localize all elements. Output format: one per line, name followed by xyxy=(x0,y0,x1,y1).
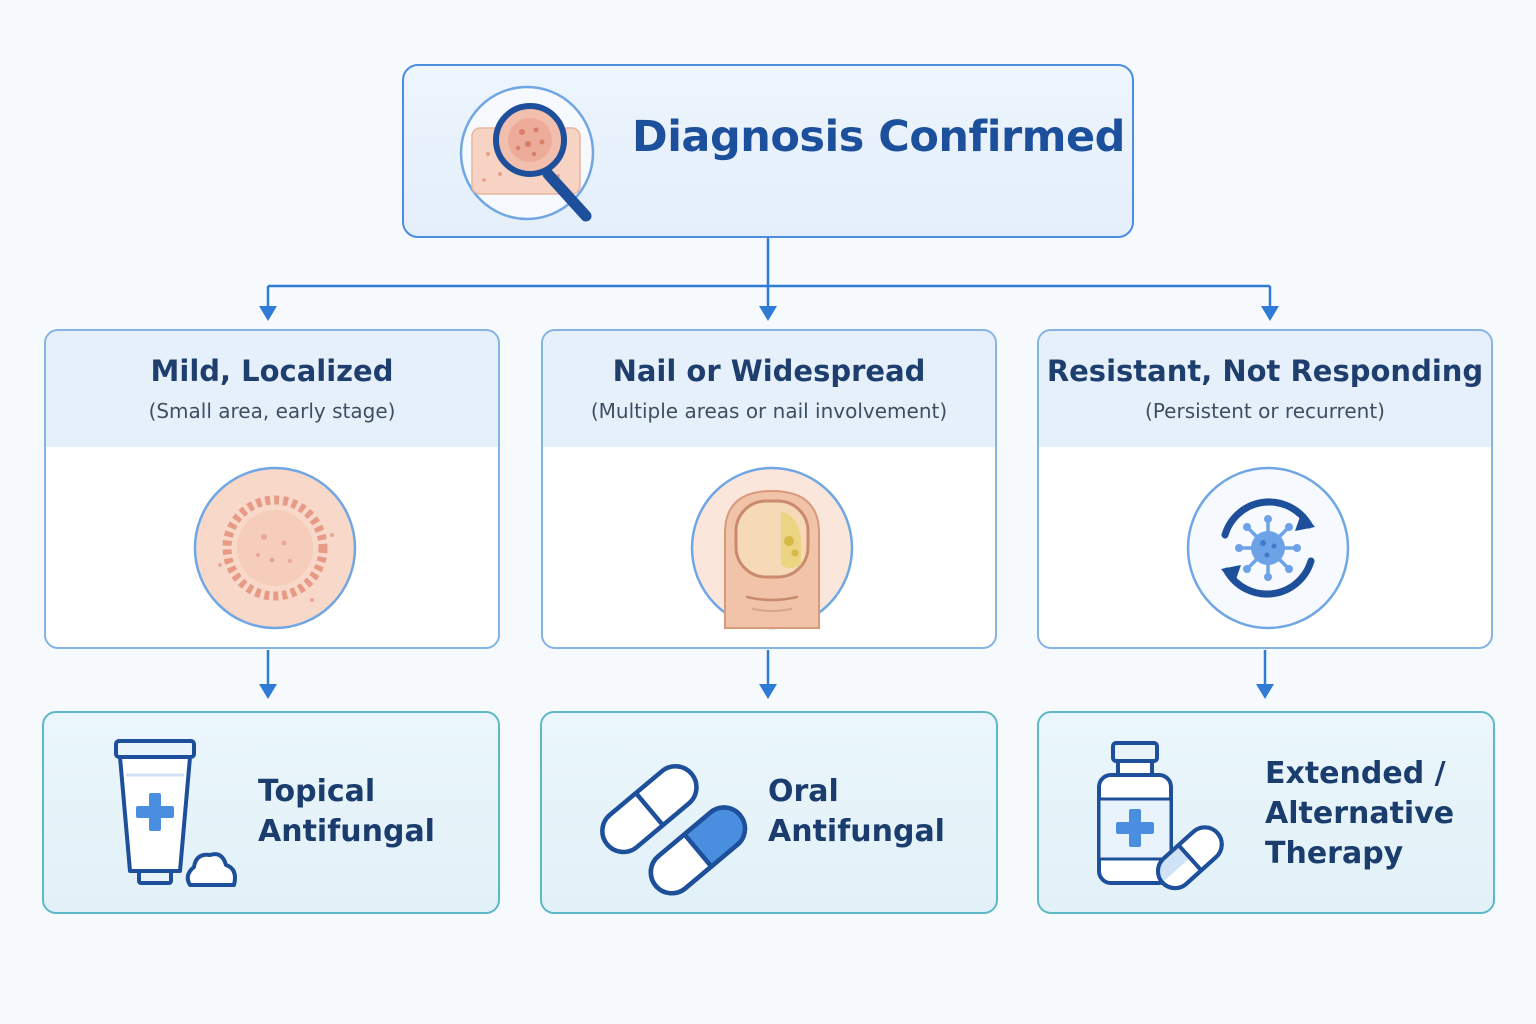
treatment-topical-antifungal: Topical Antifungal xyxy=(42,711,500,914)
arrow-down-icon xyxy=(759,684,777,699)
treatment-extended-alternative-therapy: Extended / Alternative Therapy xyxy=(1037,711,1495,914)
treatment-label-line: Oral xyxy=(768,774,839,809)
capsules-icon xyxy=(600,764,748,896)
category-title: Nail or Widespread xyxy=(612,354,926,388)
arrow-down-icon xyxy=(1256,684,1274,699)
treatment-label: Oral Antifungal xyxy=(768,772,945,852)
category-header: Resistant, Not Responding (Persistent or… xyxy=(1039,331,1491,447)
medicine-bottle-icon xyxy=(1097,741,1224,891)
category-header: Nail or Widespread (Multiple areas or na… xyxy=(543,331,995,447)
treatment-label-line: Antifungal xyxy=(768,814,945,849)
treatment-label-line: Alternative xyxy=(1265,796,1455,831)
category-subtitle: (Persistent or recurrent) xyxy=(1145,399,1385,423)
treatment-label-line: Topical xyxy=(258,774,376,809)
treatment-label-line: Extended / xyxy=(1265,756,1446,791)
category-subtitle: (Multiple areas or nail involvement) xyxy=(590,399,948,423)
cream-tube-icon xyxy=(114,739,237,887)
treatment-oral-antifungal: Oral Antifungal xyxy=(540,711,998,914)
magnifier-skin-icon xyxy=(459,85,595,222)
arrow-down-icon xyxy=(1261,306,1279,321)
category-nail-widespread: Nail or Widespread (Multiple areas or na… xyxy=(541,329,997,649)
category-subtitle: (Small area, early stage) xyxy=(148,399,396,423)
arrow-down-icon xyxy=(759,306,777,321)
infected-nail-icon xyxy=(690,466,854,630)
category-title: Resistant, Not Responding xyxy=(1046,354,1484,388)
arrow-down-icon xyxy=(259,684,277,699)
category-resistant-not-responding: Resistant, Not Responding (Persistent or… xyxy=(1037,329,1493,649)
diagnosis-title: Diagnosis Confirmed xyxy=(632,112,1125,162)
diagnosis-confirmed-node: Diagnosis Confirmed xyxy=(402,64,1134,238)
treatment-label: Topical Antifungal xyxy=(258,772,435,852)
arrow-down-icon xyxy=(259,306,277,321)
recurring-pathogen-icon xyxy=(1186,466,1350,630)
category-title: Mild, Localized xyxy=(150,354,394,388)
treatment-label: Extended / Alternative Therapy xyxy=(1265,754,1454,874)
category-header: Mild, Localized (Small area, early stage… xyxy=(46,331,498,447)
skin-rash-icon xyxy=(193,466,357,630)
treatment-label-line: Antifungal xyxy=(258,814,435,849)
category-mild-localized: Mild, Localized (Small area, early stage… xyxy=(44,329,500,649)
treatment-label-line: Therapy xyxy=(1265,836,1404,871)
